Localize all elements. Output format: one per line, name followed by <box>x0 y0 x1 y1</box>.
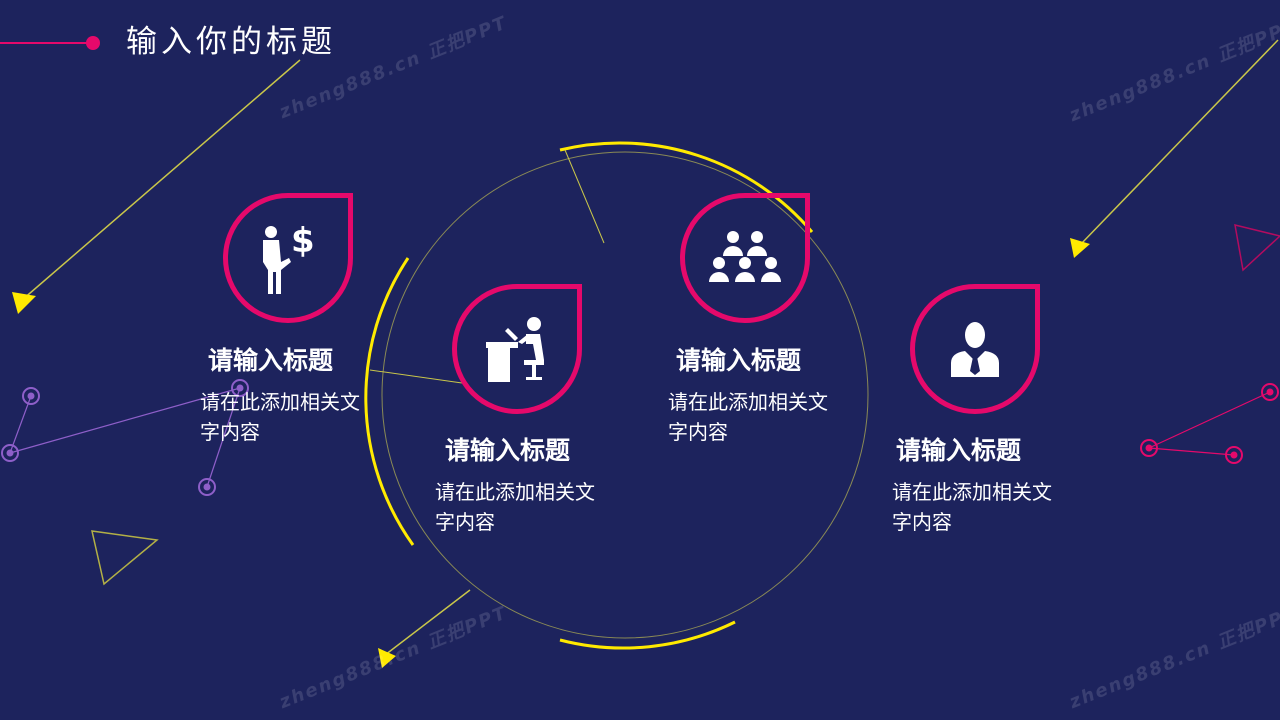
businessman-dollar-icon: $ <box>223 193 353 323</box>
manager-avatar-icon <box>910 284 1040 414</box>
card-description: 请在此添加相关文字内容 <box>892 480 1052 534</box>
card-description: 请在此添加相关文字内容 <box>200 390 360 444</box>
drop-frame <box>910 284 1040 414</box>
card-description: 请在此添加相关文字内容 <box>435 480 595 534</box>
page-title: 输入你的标题 <box>126 24 336 60</box>
card-title: 请输入标题 <box>445 436 571 465</box>
card-title: 请输入标题 <box>676 346 802 375</box>
card-title: 请输入标题 <box>896 436 1022 465</box>
team-group-icon <box>680 193 810 323</box>
person-at-desk-icon <box>452 284 582 414</box>
svg-text:$: $ <box>291 221 315 261</box>
drop-frame <box>680 193 810 323</box>
drop-frame <box>223 193 353 323</box>
drop-frame <box>452 284 582 414</box>
card-title: 请输入标题 <box>208 346 334 375</box>
card-description: 请在此添加相关文字内容 <box>668 390 828 444</box>
